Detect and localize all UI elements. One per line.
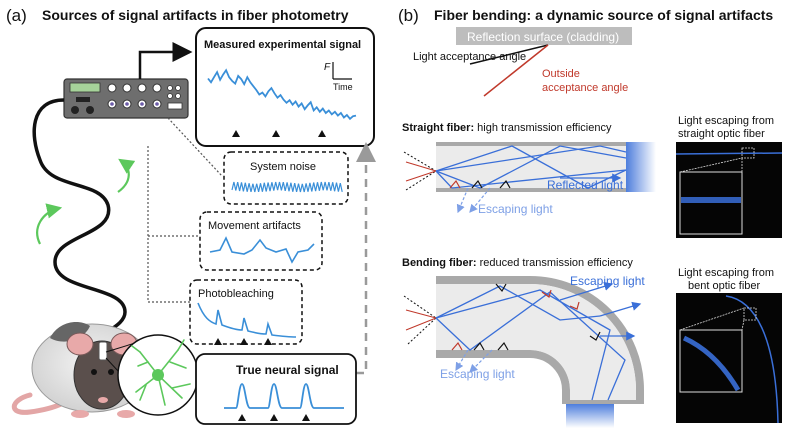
reflection-diagram: Reflection surface (cladding) Light acce… bbox=[413, 27, 632, 97]
measured-signal-title: Measured experimental signal bbox=[204, 39, 361, 51]
bent-escape-arrow bbox=[599, 301, 642, 317]
stimulus-marker bbox=[240, 338, 248, 345]
bending-fiber-diagram: Escaping light Escaping light bbox=[403, 274, 645, 428]
time-axis-label: Time bbox=[333, 82, 353, 92]
true-neural-signal-box: True neural signal bbox=[195, 353, 357, 425]
stimulus-marker bbox=[272, 130, 280, 137]
measured-signal-box: Measured experimental signal F Time bbox=[195, 27, 375, 147]
straight-photo-label-2: straight optic fiber bbox=[678, 128, 765, 140]
stimulus-marker bbox=[238, 414, 246, 421]
panel-a-letter: (a) bbox=[6, 6, 27, 25]
stimulus-marker bbox=[232, 130, 240, 137]
panel-b-title: Fiber bending: a dynamic source of signa… bbox=[434, 7, 773, 23]
bent-escaping-light-label-1: Escaping light bbox=[570, 274, 645, 288]
motion-arrow-upper bbox=[117, 158, 136, 193]
system-noise-box: System noise bbox=[223, 151, 349, 205]
stimulus-marker bbox=[270, 414, 278, 421]
panel-b-letter: (b) bbox=[398, 6, 419, 25]
straight-fiber-diagram: Reflected light Escaping light bbox=[403, 142, 656, 216]
straight-photo-label-1: Light escaping from bbox=[678, 115, 774, 127]
bent-escape-arrow bbox=[559, 281, 614, 301]
true-neural-signal-title: True neural signal bbox=[236, 363, 339, 377]
optic-fiber-cable bbox=[32, 98, 127, 354]
movement-artifacts-trace bbox=[209, 236, 315, 264]
photobleaching-title: Photobleaching bbox=[198, 288, 274, 300]
outside-angle-label-2: acceptance angle bbox=[542, 82, 628, 94]
straight-fiber-heading: Straight fiber: high transmission effici… bbox=[402, 122, 612, 134]
stimulus-marker bbox=[302, 414, 310, 421]
photobleaching-trace bbox=[197, 302, 297, 338]
movement-artifacts-title: Movement artifacts bbox=[208, 220, 301, 232]
console-to-signal-arrow bbox=[138, 42, 193, 79]
true-neural-signal-trace bbox=[224, 383, 344, 409]
system-noise-title: System noise bbox=[250, 161, 316, 173]
stimulus-marker bbox=[318, 130, 326, 137]
straight-escaping-light-label: Escaping light bbox=[478, 202, 553, 216]
bent-photo-label-2: bent optic fiber bbox=[688, 280, 760, 292]
upward-dashed-arrow bbox=[356, 142, 376, 375]
f-axis-label: F bbox=[324, 62, 331, 73]
stimulus-marker bbox=[214, 338, 222, 345]
photobleaching-box: Photobleaching bbox=[189, 279, 303, 345]
stimulus-marker bbox=[264, 338, 272, 345]
bending-fiber-heading: Bending fiber: reduced transmission effi… bbox=[402, 257, 633, 269]
neuron-circle bbox=[117, 334, 199, 416]
system-noise-trace bbox=[231, 181, 343, 193]
bent-escaping-light-label-2: Escaping light bbox=[440, 367, 515, 381]
panel-a-title: Sources of signal artifacts in fiber pho… bbox=[42, 7, 349, 23]
photometry-console bbox=[63, 78, 189, 119]
reflection-surface-label: Reflection surface (cladding) bbox=[467, 30, 619, 44]
outside-angle-label-1: Outside bbox=[542, 68, 580, 80]
motion-arrow-lower bbox=[36, 203, 63, 245]
straight-fiber-photo: Light escaping from straight optic fiber bbox=[675, 115, 783, 238]
reflected-light-label: Reflected light bbox=[547, 178, 624, 192]
dotted-connectors bbox=[147, 117, 223, 303]
movement-artifacts-box: Movement artifacts bbox=[199, 211, 323, 271]
bent-fiber-photo: Light escaping from bent optic fiber bbox=[676, 267, 782, 424]
acceptance-angle-label: Light acceptance angle bbox=[413, 51, 526, 63]
measured-signal-trace bbox=[207, 68, 357, 121]
bent-photo-label-1: Light escaping from bbox=[678, 267, 774, 279]
